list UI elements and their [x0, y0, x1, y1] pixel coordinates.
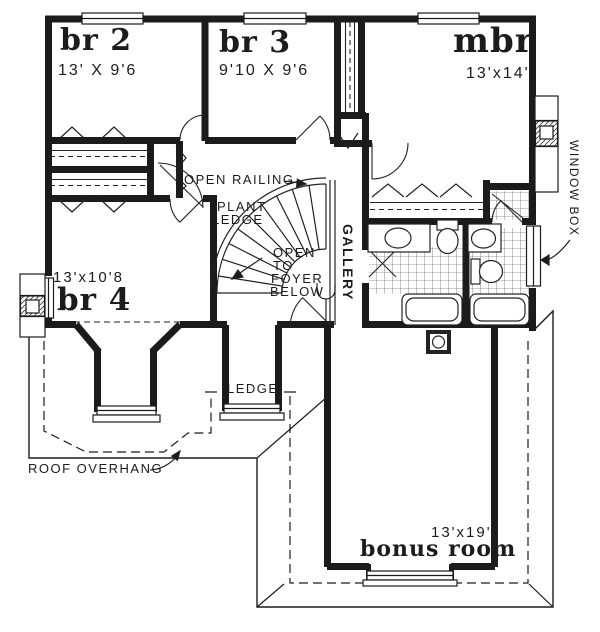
- toilet-main-bowl: [436, 227, 459, 255]
- open-foyer-label-4: BELOW: [270, 284, 325, 299]
- window-box-left: [19, 273, 46, 338]
- mbr-door: [371, 142, 409, 180]
- roof-overhang-label: ROOF OVERHANG: [28, 461, 164, 476]
- roof-overhang-lines: [28, 309, 554, 608]
- sink-main: [384, 227, 412, 249]
- windows: [42, 12, 542, 587]
- staircase: [210, 177, 336, 325]
- gallery-label: GALLERY: [340, 224, 356, 301]
- annotation-arrows: [149, 178, 571, 471]
- open-foyer-label-1: OPEN: [273, 245, 316, 260]
- ensuite-door: [491, 200, 523, 223]
- walls: [45, 15, 536, 580]
- window-box-right: [534, 95, 559, 193]
- nook-door-swing: [491, 193, 524, 219]
- room-dims-mbr: 13'x14': [466, 65, 530, 82]
- room-dims-br2: 13' X 9'6: [58, 62, 138, 79]
- bathtub-main-inner: [405, 297, 459, 322]
- open-railing-label: OPEN RAILING: [184, 172, 295, 187]
- toilet-ensuite-tank: [470, 258, 481, 285]
- br2-door: [179, 114, 206, 141]
- sink-ensuite: [470, 228, 497, 249]
- room-label-mbr: mbr: [453, 21, 534, 61]
- room-label-br4: br 4: [57, 282, 132, 318]
- room-dims-br3: 9'10 X 9'6: [219, 62, 310, 79]
- window-box-label: WINDOW BOX: [567, 140, 581, 237]
- closet-shelf-lines: [50, 22, 484, 211]
- room-label-br3: br 3: [219, 25, 292, 60]
- bathtub-ensuite-inner: [473, 297, 526, 322]
- bath-door-swing: [368, 249, 397, 278]
- plant-ledge-label-1: PLANT: [217, 199, 267, 214]
- open-foyer-label-3: FOYER: [271, 271, 324, 286]
- gallery-bonus-door: [289, 297, 334, 329]
- room-dims-bonus: 13'x19': [431, 524, 492, 541]
- room-dims-br4: 13'x10'8: [53, 269, 124, 286]
- chimney-flue: [431, 335, 446, 349]
- ledge-label: LEDGE: [227, 381, 279, 396]
- open-railing-line: [329, 180, 336, 325]
- open-foyer-label-2: TO: [273, 258, 294, 273]
- hall-door: [157, 162, 204, 209]
- room-label-br2: br 2: [60, 23, 133, 58]
- bathroom-fixtures: [367, 219, 530, 354]
- toilet-ensuite-bowl: [478, 259, 504, 284]
- room-label-bonus: bonus room: [360, 536, 517, 562]
- bifold-door-marks: [57, 126, 473, 213]
- br3-door: [295, 115, 331, 141]
- stair-newel: [316, 283, 336, 325]
- door-swings: [157, 114, 524, 329]
- plant-ledge-label-2: LEDGE: [212, 212, 264, 227]
